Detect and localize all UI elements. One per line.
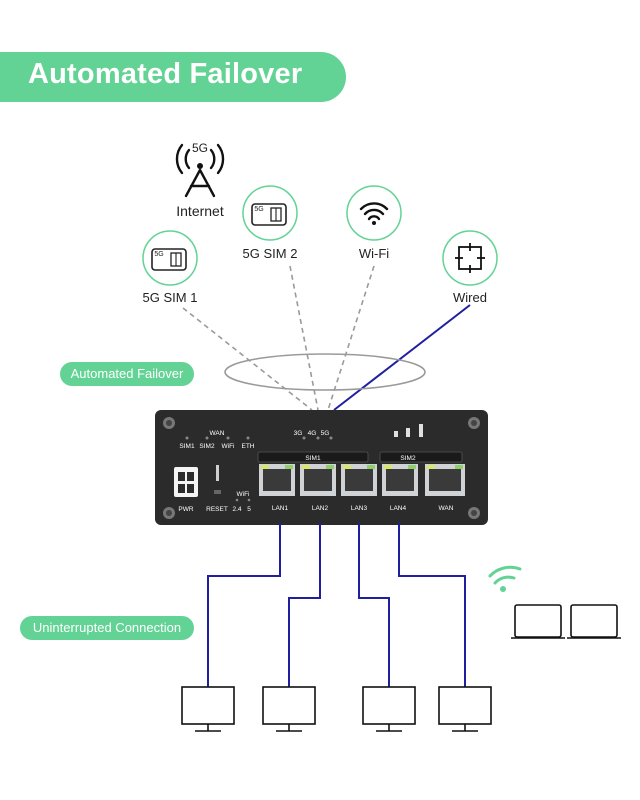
wire-lan3 [358, 522, 390, 688]
port-lan1 [259, 464, 295, 496]
wired-circle [442, 230, 498, 286]
port-wan [425, 464, 465, 496]
laptops [511, 604, 621, 639]
port-lan3 [341, 464, 377, 496]
monitors [181, 686, 492, 732]
tower-dot [197, 163, 203, 169]
port-lan4 [382, 464, 418, 496]
port-label-lan2: LAN2 [312, 505, 329, 512]
net-label-3g: 3G [294, 430, 303, 437]
wifi-circle [346, 185, 402, 241]
led-label-sim2: SIM2 [199, 443, 215, 450]
router: SIM1 SIM2 WiFi ETH WAN 3G 4G 5G SIM1 SIM… [155, 410, 488, 525]
sim1-label: 5G SIM 1 [142, 290, 198, 305]
tower-icon [175, 143, 225, 198]
wire-lan4 [398, 522, 466, 688]
sim1-circle [142, 230, 198, 286]
led-label-eth: ETH [242, 443, 255, 450]
internet-label: Internet [176, 203, 224, 219]
title-banner [0, 52, 346, 102]
page-title: Automated Failover [28, 58, 303, 90]
wifi-band-24: 2.4 [232, 506, 241, 513]
monitor-4 [438, 686, 492, 732]
lan-wires [207, 522, 466, 688]
wifi-link [327, 265, 375, 411]
wire-lan1 [207, 522, 281, 688]
sim2-label: 5G SIM 2 [242, 246, 298, 261]
led-label-sim1: SIM1 [179, 443, 195, 450]
wired-label: Wired [453, 290, 487, 305]
laptop-1 [511, 604, 565, 639]
wifi-switch-label: WiFi [237, 491, 250, 498]
led-label-wan: WAN [210, 430, 225, 437]
port-label-wan: WAN [439, 505, 454, 512]
net-label-5g: 5G [321, 430, 330, 437]
sim2-circle [242, 185, 298, 241]
wired-link [333, 304, 471, 411]
laptop-2 [567, 604, 621, 639]
wifi-band-5: 5 [247, 506, 251, 513]
monitor-3 [362, 686, 416, 732]
pwr-label: PWR [178, 506, 193, 513]
port-lan2 [300, 464, 336, 496]
uninterrupted-pill: Uninterrupted Connection [20, 616, 194, 640]
ethernet-ports [259, 464, 465, 496]
slot-label-sim2: SIM2 [400, 455, 416, 462]
monitor-2 [262, 686, 316, 732]
tower-5g-label: 5G [191, 141, 208, 155]
slot-label-sim1: SIM1 [305, 455, 321, 462]
wire-lan2 [288, 522, 321, 688]
failover-ellipse [224, 353, 426, 391]
sim1-chip-text: 5G [154, 251, 164, 258]
net-label-4g: 4G [308, 430, 317, 437]
sim1-link [182, 307, 313, 411]
failover-pill: Automated Failover [60, 362, 194, 386]
wireless-clients-icon [488, 565, 522, 585]
port-label-lan1: LAN1 [272, 505, 289, 512]
reset-label: RESET [206, 506, 228, 513]
sim2-chip-text: 5G [254, 206, 264, 213]
led-label-wifi: WiFi [222, 443, 235, 450]
port-label-lan3: LAN3 [351, 505, 368, 512]
sim2-link [289, 265, 319, 411]
port-label-lan4: LAN4 [390, 505, 407, 512]
monitor-1 [181, 686, 235, 732]
wireless-links [182, 265, 375, 411]
wifi-label: Wi-Fi [358, 246, 390, 261]
